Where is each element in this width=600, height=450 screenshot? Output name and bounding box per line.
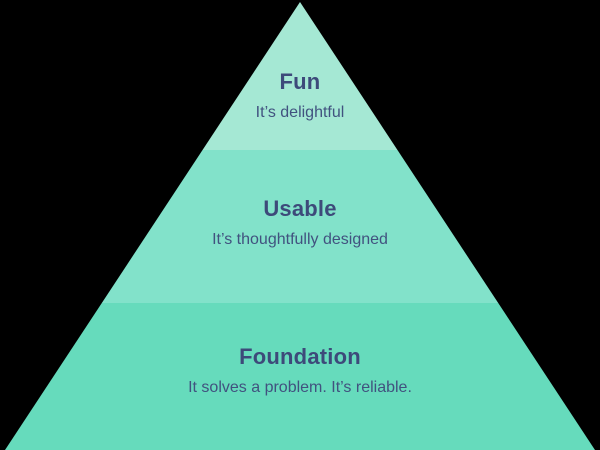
pyramid-tier-2-title: Usable <box>263 196 337 221</box>
pyramid-tier-2-labels[interactable]: Usable It’s thoughtfully designed <box>0 196 600 249</box>
pyramid-tier-1-subtitle: It’s delightful <box>255 104 345 122</box>
pyramid-tier-3-subtitle: It solves a problem. It’s reliable. <box>188 379 412 397</box>
pyramid-tier-1-title: Fun <box>279 69 321 94</box>
pyramid-tier-3-band[interactable] <box>0 303 600 450</box>
pyramid-tier-2-subtitle: It’s thoughtfully designed <box>212 231 388 249</box>
pyramid-tier-1-labels[interactable]: Fun It’s delightful <box>0 69 600 122</box>
pyramid-tier-3-labels[interactable]: Foundation It solves a problem. It’s rel… <box>0 344 600 397</box>
pyramid-tier-3-title: Foundation <box>239 344 361 369</box>
